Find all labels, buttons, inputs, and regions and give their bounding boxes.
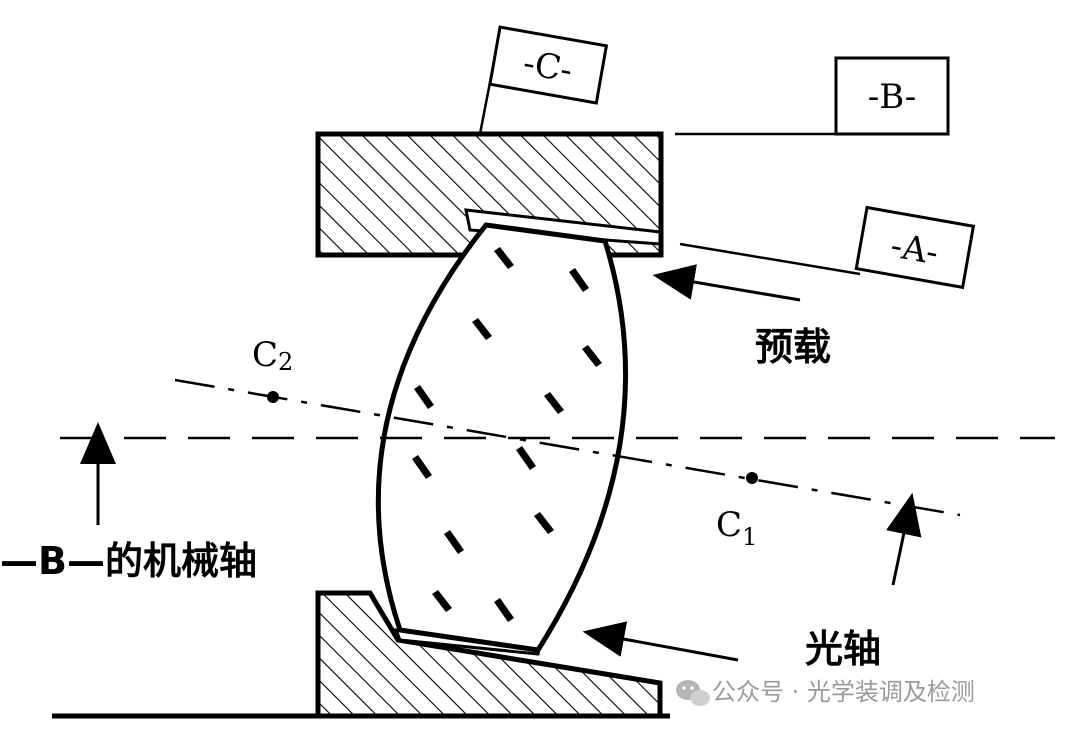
- optical-axis-line: [174, 378, 961, 517]
- datum-box-a: -A-: [854, 205, 976, 290]
- lower-mount: [315, 590, 663, 719]
- optical-axis-label: 光轴: [805, 627, 881, 671]
- datum-box-b: -B-: [834, 56, 950, 136]
- lens: [375, 222, 629, 653]
- point-c1: [746, 472, 758, 484]
- datum-a-label: -A-: [888, 226, 942, 274]
- svg-text:2: 2: [278, 348, 293, 376]
- upper-seat-strip: [464, 208, 662, 246]
- optical-axis-pointer-arrow: [886, 492, 922, 586]
- datum-box-c: -C-: [488, 25, 609, 105]
- preload-label: 预载: [755, 325, 831, 369]
- datum-b-label: -B-: [868, 77, 917, 117]
- watermark: 公众号 · 光学装调及检测: [676, 678, 975, 706]
- preload-arrow: [652, 264, 801, 302]
- leader-a: [679, 242, 861, 276]
- datum-c-label: -C-: [520, 43, 575, 91]
- wechat-icon: [676, 680, 710, 706]
- svg-text:C: C: [252, 335, 278, 375]
- optical-axis-arrow: [582, 621, 739, 662]
- c1-label: C 1: [716, 505, 757, 551]
- watermark-text: 公众号 · 光学装调及检测: [712, 678, 975, 706]
- svg-text:C: C: [716, 505, 742, 545]
- svg-text:1: 1: [742, 523, 757, 551]
- b-mechanical-axis-label: —B—的机械轴: [0, 539, 257, 583]
- point-c2: [267, 391, 279, 403]
- c2-label: C 2: [252, 335, 293, 376]
- glass-flecks: [412, 247, 602, 622]
